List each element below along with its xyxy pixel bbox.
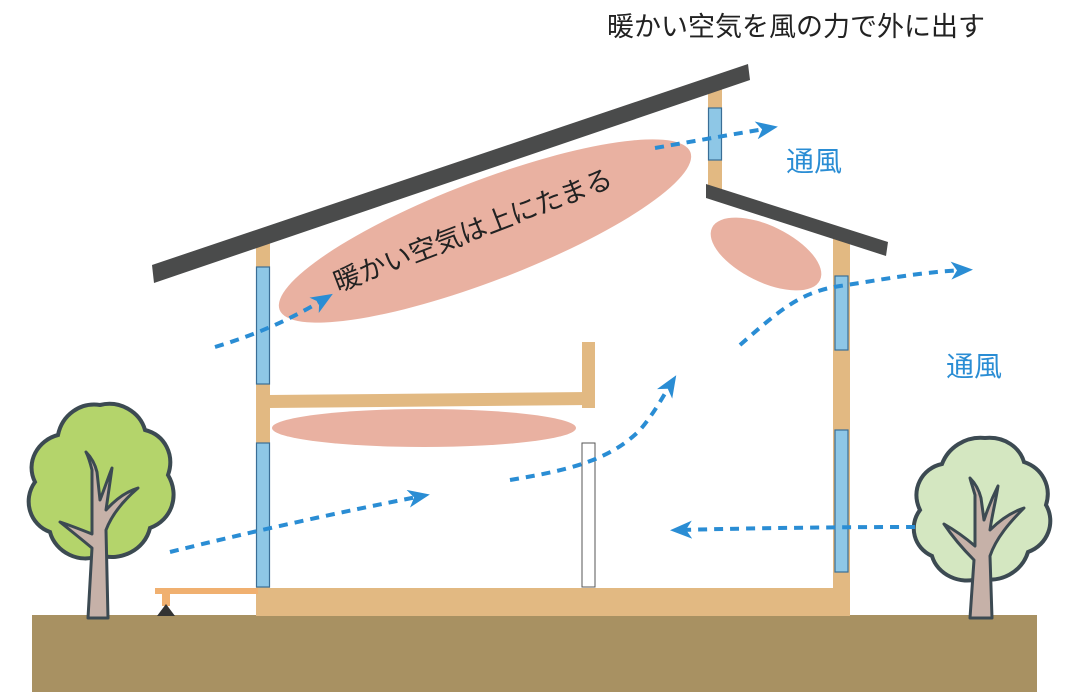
title: 暖かい空気を風の力で外に出す [607, 12, 985, 43]
airflow-arrow-left-lower [169, 489, 430, 554]
deck [155, 588, 258, 594]
tree-left [26, 401, 176, 620]
ventilation-label-upper: 通風 [786, 145, 842, 178]
window-left-upper [255, 266, 271, 385]
ground [32, 615, 1037, 692]
airflow-arrow-right-entry [670, 520, 916, 539]
warm-air-upper [278, 139, 692, 323]
deck-post [162, 594, 170, 606]
roof-main [152, 64, 750, 283]
windows [255, 107, 849, 588]
airflow-arrows [169, 121, 973, 554]
roof-lower [706, 184, 888, 256]
ventilation-label-lower: 通風 [946, 350, 1002, 383]
warm-air-right [710, 217, 822, 291]
window-clerestory [707, 107, 723, 161]
deck-foot [157, 604, 175, 616]
warm-air-loft [272, 409, 576, 447]
interior-door-post [581, 442, 596, 588]
window-right-lower [834, 429, 849, 573]
airflow-arrow-right-exit [738, 261, 973, 347]
window-right-upper [834, 275, 849, 351]
window-left-lower [255, 442, 271, 588]
tree-right [911, 435, 1053, 620]
airflow-arrow-center [509, 375, 677, 482]
